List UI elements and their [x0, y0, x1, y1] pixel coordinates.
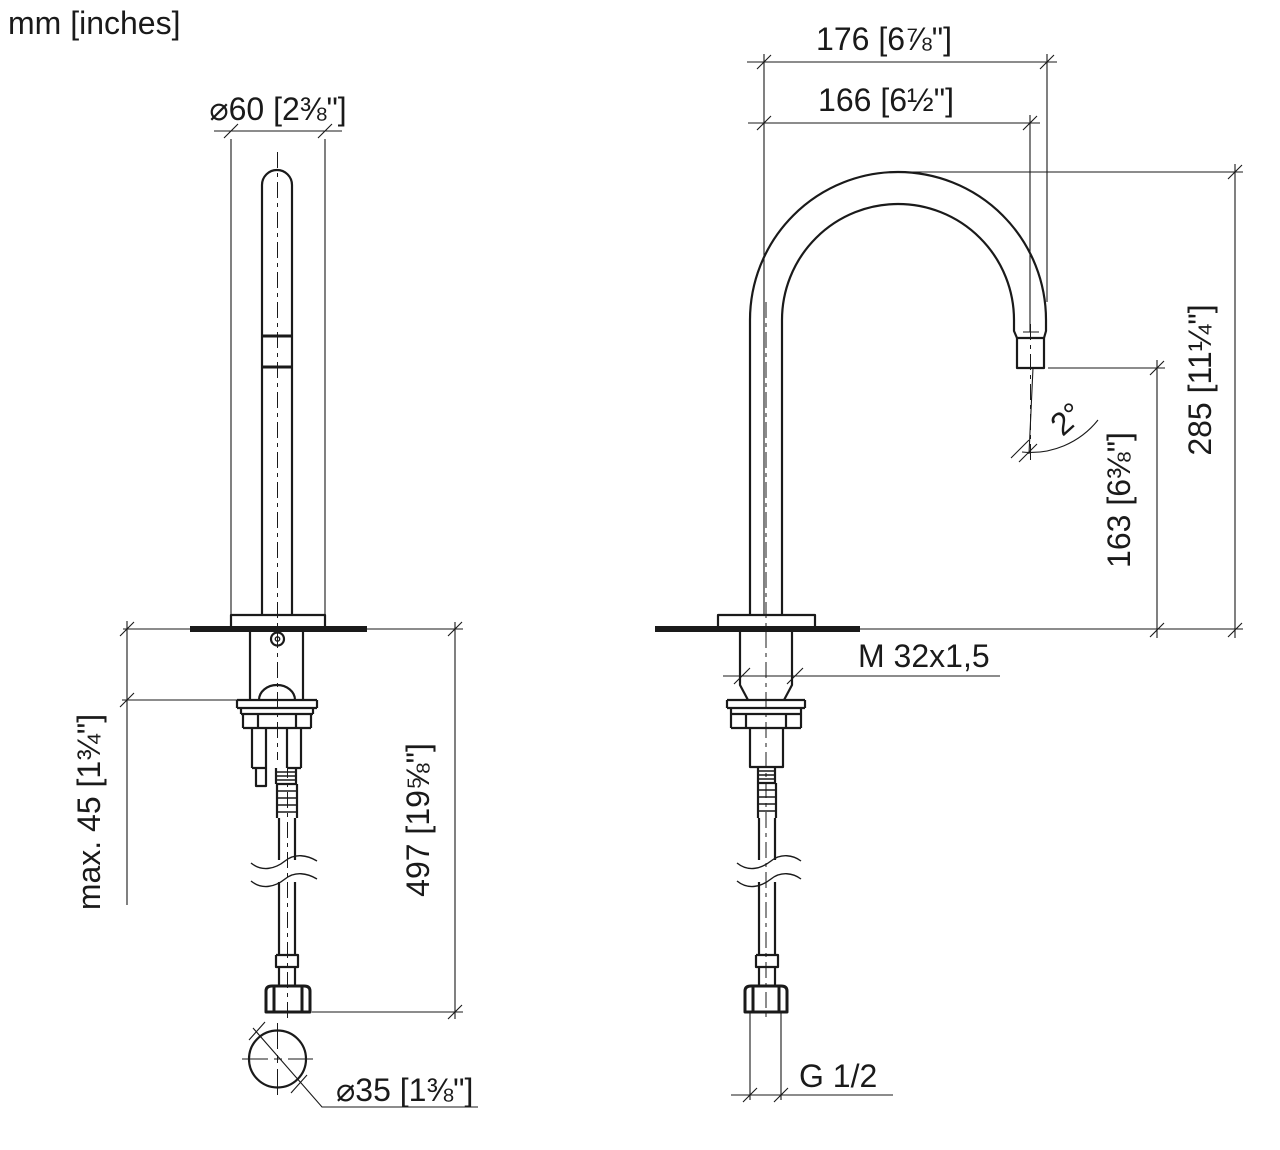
side-hose-collar-bands	[758, 789, 776, 812]
angle-arc	[1021, 419, 1099, 453]
front-fixing-screw	[269, 631, 286, 647]
side-nipple-thread-lines	[758, 770, 775, 780]
dim-spout-diameter-ticks	[223, 123, 333, 139]
dim-497-ticks	[447, 621, 463, 1020]
dim-spout-diameter-label: ⌀60 [2⅜"]	[209, 91, 346, 127]
dim-max45-ticks	[119, 621, 135, 708]
m32-leader-ticks	[733, 667, 804, 685]
front-shank	[248, 629, 305, 700]
note-mounting-thread: M 32x1,5	[723, 638, 1000, 685]
dim-projection-to-outlet: 166 [6½"]	[748, 82, 1040, 332]
front-hose-end-nut	[264, 984, 312, 1014]
dim-166-ticks	[756, 115, 1038, 131]
front-spout-body	[260, 168, 294, 615]
units-label: mm [inches]	[8, 5, 180, 41]
dim-166-lines	[748, 115, 1040, 332]
front-mounting-hole: ⌀35 [1⅜"]	[242, 1021, 478, 1108]
front-view: ⌀35 [1⅜"] ⌀60 [2⅜"] max. 45 [1¾"] 497 [1…	[71, 91, 478, 1108]
mounting-hole-ticks	[248, 1021, 308, 1094]
note-connection-thread: G 1/2	[731, 1012, 893, 1103]
g12-thread-label: G 1/2	[799, 1058, 877, 1094]
side-mounting-flange	[725, 698, 807, 716]
dim-163-lines	[1048, 360, 1165, 638]
front-dome-cap	[257, 683, 297, 701]
dim-285-lines	[905, 164, 1243, 638]
dim-projection-overall: 176 [6⅞"]	[747, 21, 1057, 614]
front-supply-hose	[277, 818, 297, 986]
dim-285-ticks	[1227, 164, 1243, 638]
side-shank	[738, 629, 794, 701]
side-outlet-tip	[1015, 336, 1046, 370]
dim-spout-diameter: ⌀60 [2⅜"]	[209, 91, 347, 614]
dim-497-lines	[312, 622, 463, 1019]
side-hose-collar	[756, 783, 778, 818]
front-hose-coupling	[274, 953, 300, 969]
mounting-hole-crosshair	[242, 1023, 313, 1095]
dim-285-label: 285 [11¼"]	[1182, 304, 1218, 455]
dim-176-lines	[747, 54, 1057, 614]
dim-height-overall: 285 [11¼"]	[905, 164, 1243, 638]
dim-497-label: 497 [19⅝"]	[400, 743, 436, 897]
front-fixing-screw-center	[274, 636, 281, 642]
side-hose-end-nut	[743, 984, 789, 1014]
mounting-hole-leader-line	[252, 1027, 478, 1108]
front-hose-collar-bands	[277, 790, 297, 813]
dim-163-ticks	[1149, 360, 1165, 638]
front-escutcheon	[229, 613, 327, 628]
front-mounting-flange	[235, 698, 319, 716]
dim-163-label: 163 [6⅜"]	[1101, 432, 1137, 568]
dim-hole-diameter-label: ⌀35 [1⅜"]	[336, 1072, 473, 1108]
dim-height-to-outlet: 163 [6⅜"]	[1048, 360, 1165, 638]
g12-lines	[731, 1012, 893, 1100]
side-escutcheon	[716, 613, 817, 628]
dim-max-counter-thickness: max. 45 [1¾"]	[71, 621, 257, 910]
m32-thread-label: M 32x1,5	[858, 638, 990, 674]
dim-max45-lines	[122, 621, 257, 905]
side-view: M 32x1,5 G 1/2 176 [6⅞"] 166 [6½"] 285 […	[655, 21, 1243, 1103]
dim-spout-diameter-lines	[214, 130, 342, 614]
side-mounting-nut	[729, 714, 803, 730]
side-supply-hose	[757, 818, 777, 986]
dim-166-label: 166 [6½"]	[818, 82, 954, 118]
side-hose-coupling	[754, 953, 780, 969]
front-underdeck-assembly	[235, 629, 319, 1014]
dim-hose-length: 497 [19⅝"]	[312, 621, 463, 1020]
angle-ticks	[1010, 439, 1038, 463]
g12-ticks	[742, 1087, 789, 1103]
dim-176-ticks	[756, 54, 1055, 70]
side-underdeck-assembly	[725, 629, 807, 1014]
front-mounting-nut	[241, 714, 313, 730]
front-aerator-band	[262, 334, 292, 369]
front-hose-break-lines	[250, 855, 318, 888]
dim-176-label: 176 [6⅞"]	[816, 21, 952, 57]
front-valve-body	[250, 728, 303, 788]
side-valve-body	[748, 728, 785, 769]
front-nipple-thread-lines	[276, 771, 296, 781]
dim-max45-label: max. 45 [1¾"]	[71, 714, 107, 910]
side-hose-break-lines	[736, 855, 802, 888]
side-outlet-axis-line	[1023, 331, 1039, 455]
